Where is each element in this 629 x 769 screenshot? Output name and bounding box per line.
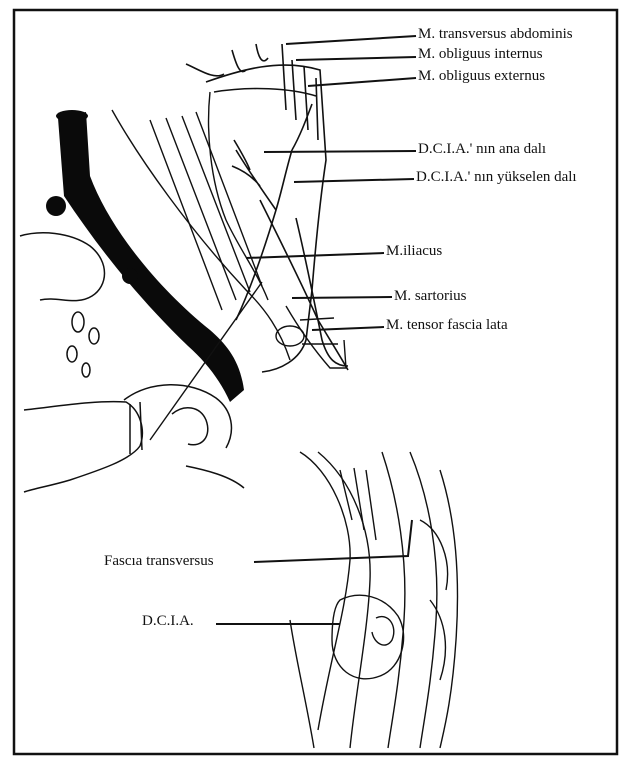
label-tensor-fascia-lata: M. tensor fascia lata <box>386 318 508 333</box>
label-dcia-ana-dali: D.C.I.A.' nın ana dalı <box>418 142 546 157</box>
cross-section-inset <box>290 452 457 748</box>
leader-lines-right <box>246 36 416 330</box>
label-transversus-abdominis: M. transversus abdominis <box>418 27 573 42</box>
label-iliacus: M.iliacus <box>386 244 442 259</box>
label-sartorius: M. sartorius <box>394 289 467 304</box>
label-dcia: D.C.I.A. <box>142 614 194 629</box>
leader-lines-inset <box>216 520 412 624</box>
figure-frame <box>14 10 617 754</box>
label-obliquus-internus: M. obliguus internus <box>418 47 543 62</box>
thigh-muscles <box>276 306 346 368</box>
label-dcia-yukselen-dali: D.C.I.A.' nın yükselen dalı <box>416 170 577 185</box>
iliacus-muscle <box>112 92 290 360</box>
label-fascia-transversus: Fascıa transversus <box>104 554 214 569</box>
label-obliquus-externus: M. obliguus externus <box>418 69 545 84</box>
